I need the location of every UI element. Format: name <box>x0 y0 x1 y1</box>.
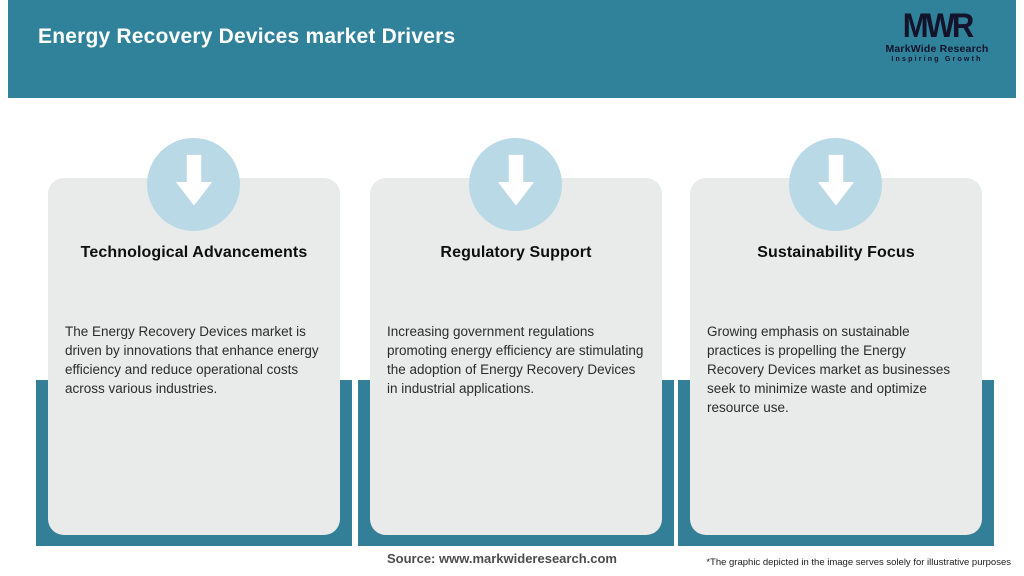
arrow-down-icon <box>789 138 882 231</box>
logo-name: MarkWide Research <box>885 42 989 55</box>
logo-tagline: Inspiring Growth <box>891 55 983 63</box>
driver-card: Regulatory Support Increasing government… <box>370 178 662 535</box>
brand-logo: MWR MarkWide Research Inspiring Growth <box>872 6 1002 63</box>
arrow-down-icon <box>469 138 562 231</box>
card-title: Regulatory Support <box>440 244 592 261</box>
driver-card: Sustainability Focus Growing emphasis on… <box>690 178 982 535</box>
card-body: Increasing government regulations promot… <box>387 324 644 396</box>
driver-card: Technological Advancements The Energy Re… <box>48 178 340 535</box>
disclaimer-text: *The graphic depicted in the image serve… <box>706 557 1011 568</box>
arrow-down-icon <box>147 138 240 231</box>
source-text: Source: www.markwideresearch.com <box>386 551 617 566</box>
card-body: Growing emphasis on sustainable practice… <box>707 324 951 415</box>
page-title: Energy Recovery Devices market Drivers <box>38 25 456 48</box>
card-title: Sustainability Focus <box>757 244 915 261</box>
header-bar: Energy Recovery Devices market Drivers M… <box>8 0 1016 98</box>
card-body: The Energy Recovery Devices market is dr… <box>65 324 319 396</box>
logo-monogram: MWR <box>902 6 974 45</box>
card-title: Technological Advancements <box>80 244 308 261</box>
